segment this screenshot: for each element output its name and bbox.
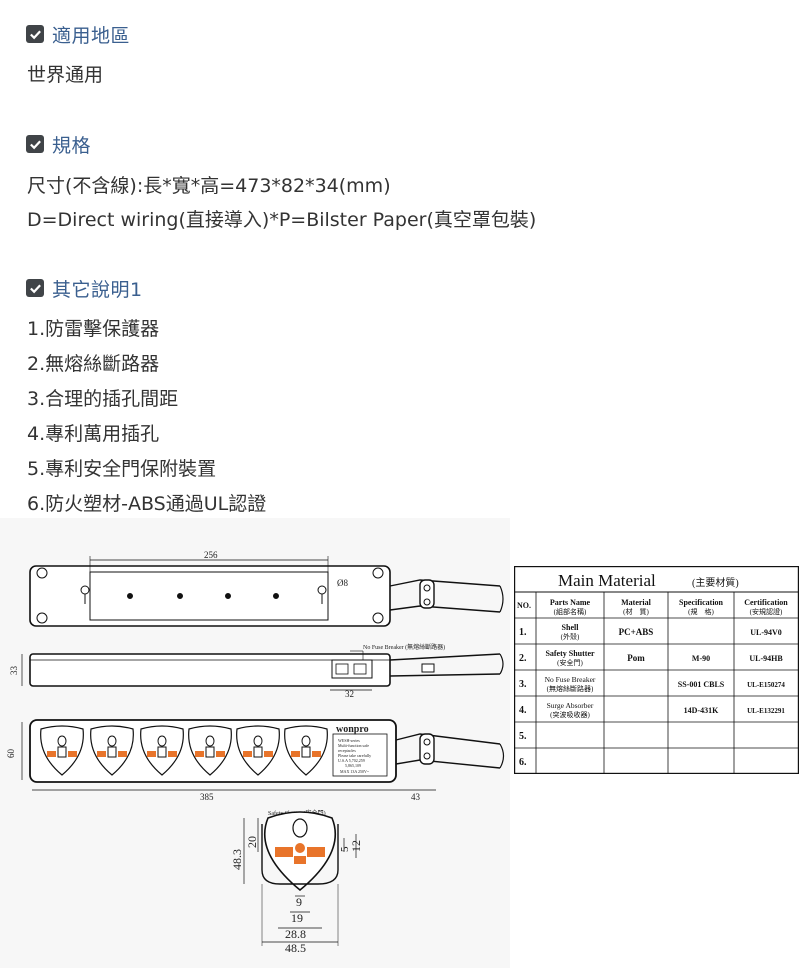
row-name-zh: (安全門) (557, 658, 583, 667)
header-parts-zh: (組部名稱) (554, 607, 587, 616)
row-no: 1. (519, 627, 527, 638)
outlet-3 (140, 725, 184, 776)
section-title: 規格 (52, 134, 92, 157)
dim-28-8: 28.8 (285, 927, 306, 941)
outlet-5 (236, 725, 280, 776)
row-spec: SS-001 CBLS (678, 680, 725, 689)
section-line: 6.防火塑材-ABS通過UL認證 (27, 493, 267, 515)
header-spec-zh: (規 格) (688, 607, 714, 616)
brand-logo: wonpro (336, 724, 369, 735)
header-no: NO. (517, 601, 531, 610)
checkbox-icon (26, 135, 44, 153)
row-material: Pom (627, 653, 645, 663)
label-line: 5,865,109 (345, 763, 361, 769)
dim-9: 9 (296, 895, 302, 909)
outlet-row (40, 725, 328, 776)
dim-256: 256 (204, 550, 218, 560)
row-cert: UL-E150274 (747, 681, 785, 689)
side-view (21, 650, 504, 691)
row-name: Surge Absorber (547, 701, 594, 710)
top-view (29, 556, 504, 627)
section-line: 5.專利安全門保附裝置 (27, 458, 217, 480)
row-cert: UL-E132291 (747, 707, 785, 715)
header-cert-zh: (安規認證) (750, 607, 783, 616)
main-material-table: Main Material (主要材質) NO. Parts Name (組部名… (514, 566, 799, 774)
row-name: Safety Shutter (545, 649, 595, 658)
section-line: 世界通用 (27, 64, 104, 86)
row-name: Shell (562, 623, 580, 632)
header-parts: Parts Name (550, 598, 591, 607)
dim-60: 60 (6, 749, 16, 759)
outlet-2 (90, 725, 134, 776)
outlet-4 (188, 725, 232, 776)
section-line: 尺寸(不含線):長*寬*高=473*82*34(mm) (27, 175, 391, 197)
dim-20: 20 (245, 836, 259, 848)
row-spec: 14D-431K (684, 706, 719, 715)
dim-phi8: Ø8 (337, 578, 348, 588)
header-material: Material (621, 598, 652, 607)
section-line: 2.無熔絲斷路器 (27, 353, 160, 375)
dim-385: 385 (200, 792, 214, 802)
outlet-6 (284, 725, 328, 776)
outlet-1 (40, 725, 84, 776)
dim-32: 32 (345, 689, 354, 699)
section-line: 4.專利萬用插孔 (27, 423, 160, 445)
label-line: U.S.A 5,702,259 (338, 758, 365, 764)
label-line: MAX 13A 250V~ (340, 769, 370, 774)
row-no: 4. (519, 705, 527, 716)
section-line: 1.防雷擊保護器 (27, 318, 160, 340)
section-line: 3.合理的插孔間距 (27, 388, 179, 410)
breaker-label: No Fuse Breaker (無熔絲斷路器) (363, 643, 445, 651)
row-material: PC+ABS (619, 627, 654, 637)
outlet-detail (243, 811, 357, 946)
section-header-notes: 其它說明1 (26, 274, 143, 302)
checkbox-icon (26, 25, 44, 43)
row-cert: UL-94HB (749, 654, 783, 663)
label-line: Multi-function safe (338, 743, 369, 748)
dim-48-5: 48.5 (285, 941, 306, 955)
table-title-sub: (主要材質) (692, 576, 739, 589)
row-spec: M-90 (692, 654, 710, 663)
dim-43: 43 (411, 792, 421, 802)
dim-5: 5 (339, 846, 351, 852)
row-name-zh: (外殼) (561, 632, 580, 641)
row-no: 3. (519, 679, 527, 690)
row-no: 6. (519, 757, 527, 768)
header-spec: Specification (679, 598, 724, 607)
section-header-region: 適用地區 (26, 20, 130, 48)
dim-48-3: 48.3 (230, 849, 244, 870)
row-name-zh: (無熔絲斷路器) (547, 684, 594, 693)
row-cert: UL-94V0 (750, 628, 782, 637)
row-no: 5. (519, 731, 527, 742)
dim-19: 19 (291, 911, 303, 925)
dim-33: 33 (9, 666, 19, 676)
label-line: WESH-series (338, 738, 360, 743)
row-no: 2. (519, 653, 527, 664)
technical-drawing: 256 Ø8 No Fuse Breaker (無熔絲斷路器) 32 33 (0, 518, 510, 968)
row-name-zh: (突波吸收器) (550, 710, 590, 719)
header-cert: Certification (744, 598, 788, 607)
section-title: 適用地區 (52, 24, 131, 47)
table-title: Main Material (558, 571, 656, 590)
section-title: 其它說明1 (52, 278, 143, 301)
label-line: Please take carefully (338, 753, 371, 758)
section-header-spec: 規格 (26, 130, 91, 158)
row-name: No Fuse Breaker (545, 675, 596, 684)
checkbox-icon (26, 279, 44, 297)
brand-label-plate (332, 733, 388, 777)
label-line: receptacles (338, 748, 356, 753)
section-line: D=Direct wiring(直接導入)*P=Bilster Paper(真空… (27, 209, 537, 231)
header-material-zh: (材 質) (623, 607, 649, 616)
dim-12: 12 (349, 840, 363, 852)
